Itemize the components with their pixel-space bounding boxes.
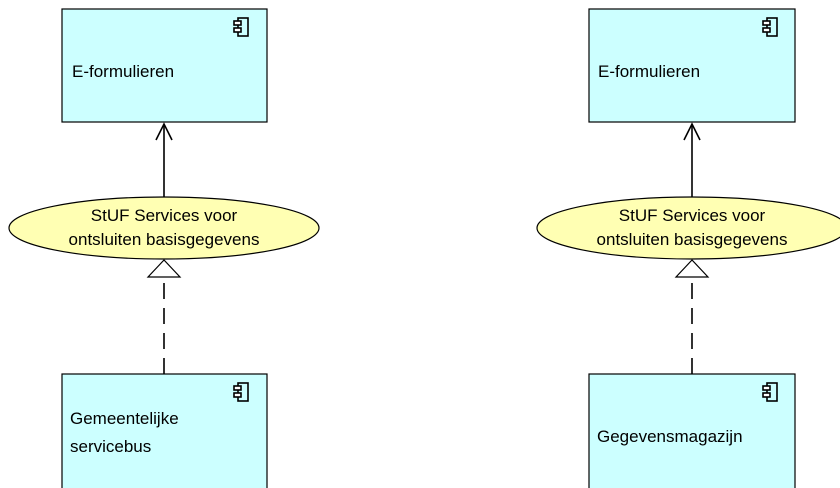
right-bottom-component-label: Gegevensmagazijn xyxy=(597,427,743,446)
left-realization-arrow xyxy=(146,259,182,374)
left-service-label-line2: ontsluiten basisgegevens xyxy=(69,230,260,249)
right-realization-arrow xyxy=(674,259,710,374)
right-top-component-label: E-formulieren xyxy=(598,62,700,81)
left-bottom-component-label-line2: servicebus xyxy=(70,437,151,456)
right-service-label-line1: StUF Services voor xyxy=(619,206,766,225)
left-top-component-label: E-formulieren xyxy=(72,62,174,81)
left-serving-arrow xyxy=(155,122,173,197)
left-view: E-formulieren StUF Services voor ontslui… xyxy=(8,8,320,488)
left-top-component[interactable]: E-formulieren xyxy=(61,8,268,123)
left-bottom-component[interactable]: Gemeentelijke servicebus xyxy=(61,373,268,488)
right-top-component[interactable]: E-formulieren xyxy=(588,8,796,123)
left-service[interactable]: StUF Services voor ontsluiten basisgegev… xyxy=(8,196,320,260)
right-bottom-component[interactable]: Gegevensmagazijn xyxy=(588,373,796,488)
left-service-label-line1: StUF Services voor xyxy=(91,206,238,225)
right-service-label-line2: ontsluiten basisgegevens xyxy=(597,230,788,249)
right-view: E-formulieren StUF Services voor ontslui… xyxy=(536,8,840,488)
right-service[interactable]: StUF Services voor ontsluiten basisgegev… xyxy=(536,196,840,260)
left-bottom-component-label-line1: Gemeentelijke xyxy=(70,409,179,428)
right-serving-arrow xyxy=(683,122,701,197)
